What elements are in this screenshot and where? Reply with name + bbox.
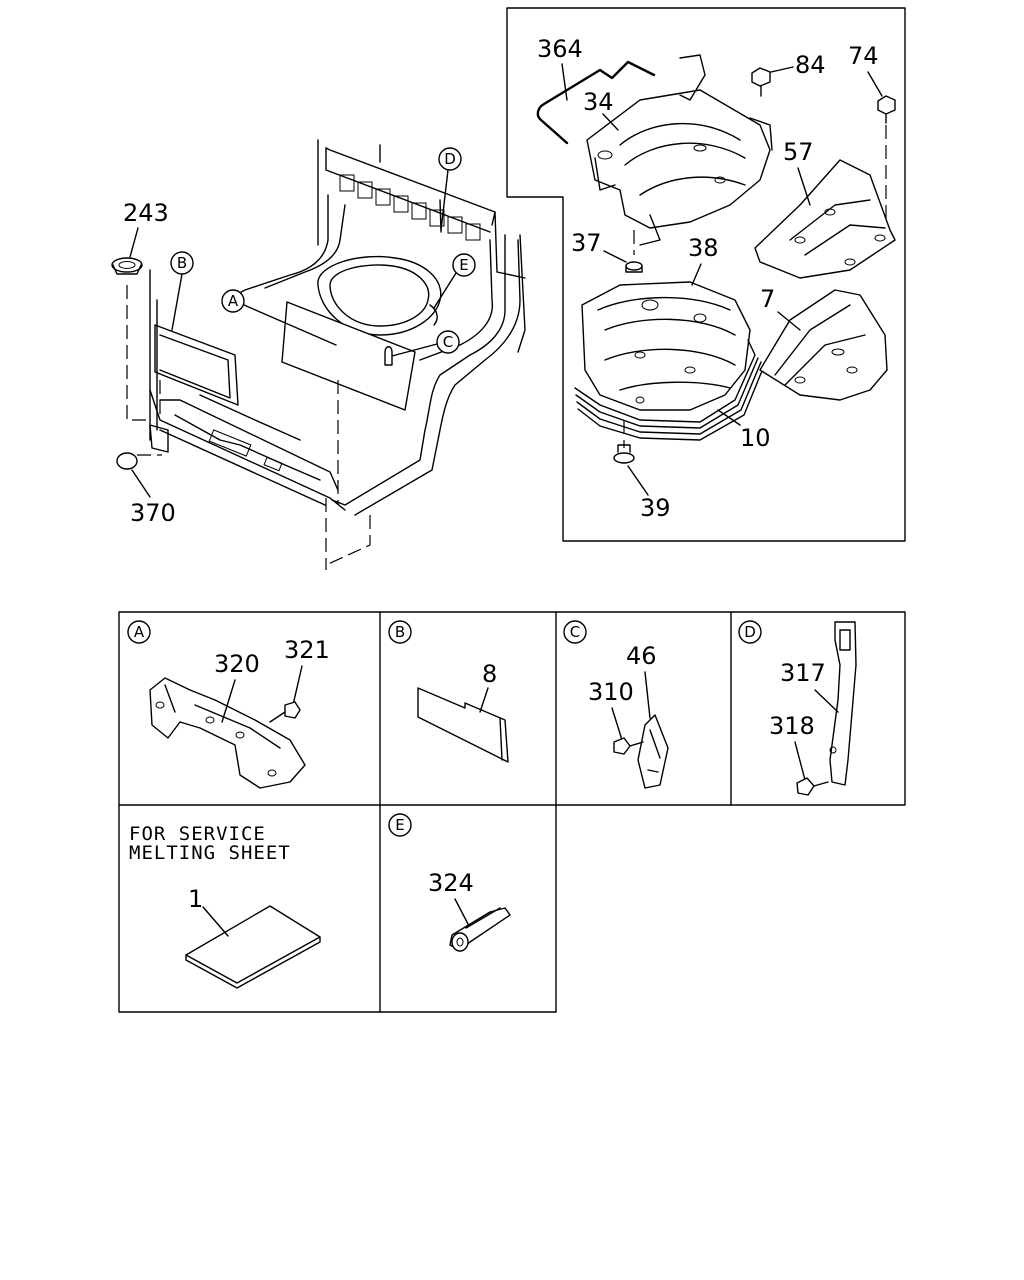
detail-table [118,611,906,1013]
callout-7: 7 [760,285,775,313]
panel-C-marker: C [570,623,580,641]
panel-A-marker: A [134,623,145,641]
plug-370 [116,452,138,470]
panel-C-part-46: 46 [626,642,657,670]
marker-B: B [177,254,187,272]
service-note-line1: FOR SERVICE [129,823,266,845]
service-note-line2: MELTING SHEET [129,842,291,864]
callout-10: 10 [740,424,771,452]
panel-A-part-320: 320 [214,650,260,678]
part-10-mat [574,339,765,441]
panel-A-part-321: 321 [284,636,330,664]
part-364-rod [536,60,656,145]
floor-body-illustration [126,139,526,570]
callout-39: 39 [640,494,671,522]
marker-A: A [228,292,239,310]
exploded-callouts: 364 34 84 74 57 37 38 7 10 39 [537,35,883,522]
bolt-84 [751,67,771,97]
part-57-bracket [754,159,896,279]
service-note-part-1: 1 [188,885,203,913]
callout-37: 37 [571,229,602,257]
exploded-view-frame [506,7,906,542]
detail-panel-B: B 8 [388,620,509,763]
marker-D: D [444,150,456,168]
detail-panel-D: D 317 318 [738,620,857,796]
panel-B-marker: B [395,623,405,641]
panel-D-part-317: 317 [780,659,826,687]
detail-panel-A: A 320 321 [127,620,330,789]
panel-E-marker: E [395,816,404,834]
part-38-cover [581,281,751,411]
marker-E: E [459,256,468,274]
callout-74: 74 [848,42,879,70]
marker-C: C [443,333,453,351]
panel-C-part-310: 310 [588,678,634,706]
part-34-tray [586,54,773,246]
grommet-243 [111,257,143,275]
panel-D-part-318: 318 [769,712,815,740]
panel-D-marker: D [744,623,756,641]
part-37-bumper [625,230,643,273]
callout-38: 38 [688,234,719,262]
callout-84: 84 [795,51,826,79]
panel-B-part-8: 8 [482,660,497,688]
callout-34: 34 [583,88,614,116]
detail-panel-E: E 324 [388,813,511,952]
bolt-74 [877,95,896,235]
callout-57: 57 [783,138,814,166]
part-39-clip [613,420,635,464]
service-note-panel: FOR SERVICE MELTING SHEET 1 [129,823,321,989]
callout-364: 364 [537,35,583,63]
callout-370: 370 [130,499,176,527]
detail-panel-C: C 46 310 [563,620,669,789]
main-callouts: 243 370 B A D E C [123,147,476,527]
part-7-bracket [759,289,888,401]
panel-E-part-324: 324 [428,869,474,897]
callout-243: 243 [123,199,169,227]
